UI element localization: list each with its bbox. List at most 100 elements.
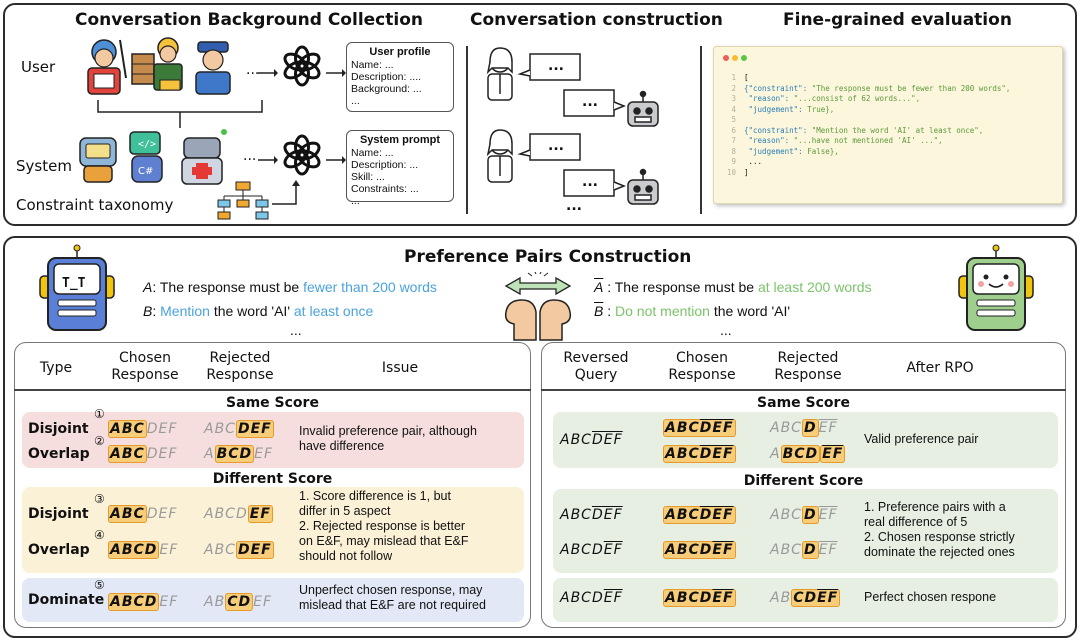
system-prompt-arrow	[326, 150, 346, 169]
conversation-ellipsis: ...	[566, 198, 582, 214]
header-reversed-query: Reversed Query	[563, 350, 629, 383]
right-different-score: Different Score	[743, 473, 864, 489]
user-label: User	[21, 58, 56, 76]
header-rejected: Rejected Response	[206, 350, 274, 383]
row-dominate: Dominate	[28, 592, 105, 608]
result-same: Valid preference pair	[864, 432, 979, 446]
user-profile-line: Background: ...	[351, 83, 422, 95]
window-minimize-dot	[732, 55, 738, 61]
circle-1: ①	[94, 407, 105, 421]
system-prompt-line: ...	[351, 195, 360, 207]
system-arrow	[258, 150, 278, 169]
right-same-score: Same Score	[757, 395, 850, 411]
window-zoom-dot	[741, 55, 747, 61]
evaluation-title: Fine-grained evaluation	[783, 10, 1012, 30]
system-ellipsis: ...	[243, 148, 257, 164]
constraint-more-right: ...	[720, 322, 732, 338]
right-diff-band	[553, 489, 1058, 573]
row-disjoint: Disjoint	[28, 506, 89, 522]
svg-text:C#: C#	[138, 166, 153, 177]
system-prompt-line: Name: ...	[351, 147, 394, 159]
svg-text:</>: </>	[138, 139, 156, 150]
query-seq: ABCDEF	[560, 507, 623, 523]
user-profile-title: User profile	[369, 46, 431, 58]
user-profile-line: Description: ....	[351, 71, 422, 83]
query-seq: ABCDEF	[560, 590, 623, 606]
user-arrow	[258, 63, 278, 82]
header-rejected: Rejected Response	[774, 350, 842, 383]
bubble-text: ...	[582, 94, 598, 110]
system-prompt-line: Constraints: ...	[351, 183, 419, 195]
header-chosen: Chosen Response	[668, 350, 736, 383]
constraint-more-left: ...	[290, 322, 302, 338]
row-overlap: Overlap	[28, 542, 90, 558]
result-dominate: Perfect chosen respone	[864, 590, 997, 604]
sad-robot-icon	[36, 244, 118, 340]
left-header-divider	[14, 389, 531, 391]
system-prompt-line: Description: ...	[351, 159, 419, 171]
user-profile-arrow	[326, 63, 346, 82]
bubble-text: ...	[548, 58, 564, 74]
user-avatars-icon	[76, 34, 246, 98]
evaluation-code-window: 1[ 2{"constraint": "The response must be…	[713, 46, 1063, 204]
separator-2	[700, 46, 702, 214]
right-header-divider	[541, 389, 1066, 391]
circle-5: ⑤	[94, 578, 105, 592]
header-after-rpo: After RPO	[906, 360, 974, 376]
left-same-score: Same Score	[226, 395, 319, 411]
user-profile-box: User profile Name: ... Description: ....…	[346, 42, 454, 112]
openai-icon-user	[280, 44, 324, 92]
system-prompt-box: System prompt Name: ... Description: ...…	[346, 130, 454, 207]
issue-different: 1. Score difference is 1, but differ in …	[299, 489, 469, 563]
system-prompt-title: System prompt	[359, 134, 441, 146]
left-table	[14, 342, 531, 628]
result-different: 1. Preference pairs with a real differen…	[864, 500, 1015, 559]
preference-title: Preference Pairs Construction	[404, 247, 692, 267]
construction-title: Conversation construction	[470, 10, 723, 30]
top-panel	[3, 3, 1077, 226]
circle-4: ④	[94, 528, 105, 542]
query-seq: ABCDEF	[560, 542, 623, 558]
chosen-seq: ABCDEF	[663, 589, 736, 607]
openai-icon-system	[280, 133, 324, 181]
header-type: Type	[39, 360, 73, 376]
left-diff-band	[22, 487, 524, 573]
reverse-heads-icon	[496, 269, 580, 346]
sad-robot-face: T_T	[62, 276, 86, 291]
header-issue: Issue	[381, 360, 419, 376]
user-profile-line: ...	[351, 95, 360, 107]
right-table	[541, 342, 1066, 628]
bottom-panel	[3, 236, 1077, 638]
row-disjoint: Disjoint	[28, 421, 89, 437]
user-ellipsis: ...	[246, 62, 260, 78]
circle-3: ③	[94, 492, 105, 506]
chosen-seq: ABCDEF	[663, 445, 736, 463]
user-profile-line: Name: ...	[351, 59, 394, 71]
taxonomy-label: Constraint taxonomy	[16, 196, 174, 214]
query-seq: ABCDEF	[560, 432, 623, 448]
circle-2: ②	[94, 434, 105, 448]
issue-same: Invalid preference pair, although have d…	[299, 424, 477, 453]
separator-1	[466, 46, 468, 214]
chosen-seq: ABCDEF	[663, 506, 736, 524]
conversation-illustration	[478, 44, 698, 220]
header-chosen: Chosen Response	[111, 350, 179, 383]
bubble-text: ...	[548, 138, 564, 154]
background-title: Conversation Background Collection	[75, 10, 423, 30]
reversed-constraint-b: B : Do not mention the word 'AI'	[594, 303, 791, 319]
system-label: System	[16, 157, 72, 175]
window-close-dot	[723, 55, 729, 61]
